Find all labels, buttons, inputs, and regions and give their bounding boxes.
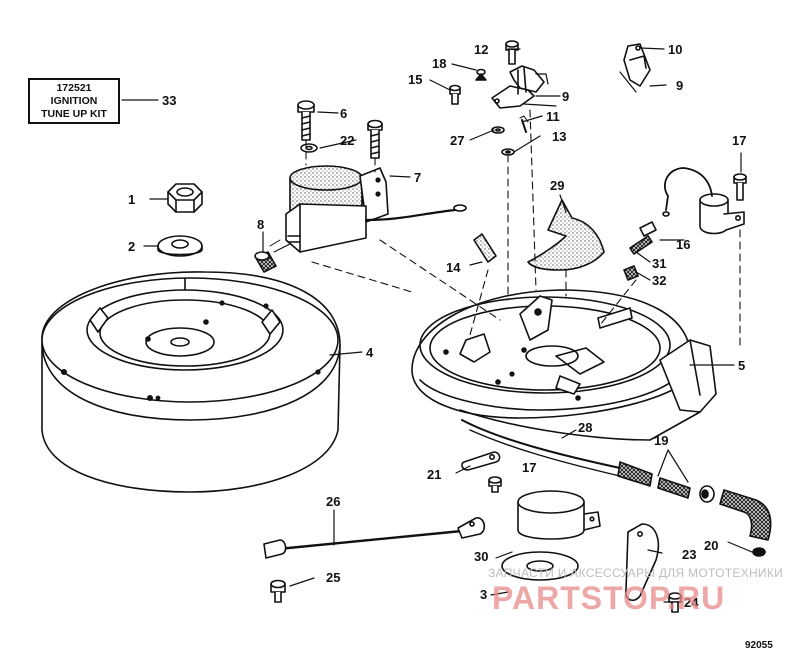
callout-25: 25 xyxy=(326,570,340,585)
callout-19: 19 xyxy=(654,433,668,448)
spring-clip xyxy=(619,43,651,93)
callout-22: 22 xyxy=(340,133,354,148)
rod-screw xyxy=(270,579,286,603)
leader-lines xyxy=(121,47,753,603)
breaker-points xyxy=(491,65,549,109)
callout-9a: 9 xyxy=(562,89,569,104)
felt-pad xyxy=(473,233,497,263)
throttle-elbow xyxy=(719,489,772,557)
plate-lever xyxy=(624,523,660,602)
drawing-number: 92055 xyxy=(745,640,773,651)
callout-33: 33 xyxy=(162,93,176,108)
point-screw-small xyxy=(449,84,461,105)
callout-17b: 17 xyxy=(522,460,536,475)
callout-12: 12 xyxy=(474,42,488,57)
plate-spring xyxy=(623,265,639,281)
retainer-clamp xyxy=(517,490,601,540)
callout-2: 2 xyxy=(128,239,135,254)
point-screw xyxy=(505,40,519,65)
callout-9b: 9 xyxy=(676,78,683,93)
callout-26: 26 xyxy=(326,494,340,509)
callout-28: 28 xyxy=(578,420,592,435)
coil-screw xyxy=(367,119,383,159)
throttle-link xyxy=(461,419,653,487)
clamp-screw xyxy=(488,476,502,493)
ignition-coil xyxy=(285,165,467,253)
coil-washer xyxy=(300,143,318,153)
callout-11: 11 xyxy=(546,109,560,124)
coil-screw xyxy=(297,100,315,141)
callout-8: 8 xyxy=(257,217,264,232)
condenser-screw xyxy=(733,173,747,201)
flywheel xyxy=(41,271,341,493)
watermark-logo: PARTSTOP.RU xyxy=(492,580,726,616)
assembly-lines xyxy=(305,109,741,351)
flywheel-nut xyxy=(167,183,203,213)
callout-17a: 17 xyxy=(732,133,746,148)
condenser xyxy=(662,167,745,235)
point-clip xyxy=(475,68,487,81)
link-rod xyxy=(263,517,486,559)
callout-13: 13 xyxy=(552,129,566,144)
kit-part-number: 172521 xyxy=(56,82,92,94)
callout-21: 21 xyxy=(427,467,441,482)
link-bushing xyxy=(699,485,715,503)
kit-title-line1: IGNITION xyxy=(50,95,98,107)
callout-23: 23 xyxy=(682,547,696,562)
watermark-tagline: ЗАПЧАСТИ И АКСЕССУАРЫ ДЛЯ МОТОТЕХНИКИ xyxy=(488,566,784,580)
callout-6: 6 xyxy=(340,106,347,121)
callout-7: 7 xyxy=(414,170,421,185)
flywheel-washer xyxy=(157,235,203,257)
callout-4: 4 xyxy=(366,345,374,360)
callout-20: 20 xyxy=(704,538,718,553)
point-washer xyxy=(491,126,505,134)
point-retainer xyxy=(501,148,515,156)
point-pin xyxy=(519,115,529,133)
callout-29: 29 xyxy=(550,178,564,193)
callout-18: 18 xyxy=(432,56,446,71)
callout-24: 24 xyxy=(684,595,699,610)
armature-plate xyxy=(411,289,717,441)
callout-labels: 1 2 3 4 5 6 7 8 9 9 10 11 12 13 14 15 16… xyxy=(128,42,746,610)
plate-screw xyxy=(629,221,657,255)
kit-title-line2: TUNE UP KIT xyxy=(41,108,107,120)
callout-16: 16 xyxy=(676,237,690,252)
callout-5: 5 xyxy=(738,358,745,373)
retainer-washer xyxy=(501,551,579,581)
callout-15: 15 xyxy=(408,72,422,87)
callout-31: 31 xyxy=(652,256,666,271)
callout-3: 3 xyxy=(480,587,487,602)
cam-wick xyxy=(527,199,605,271)
callout-27: 27 xyxy=(450,133,464,148)
link-sleeve xyxy=(657,477,691,499)
callout-1: 1 xyxy=(128,192,135,207)
callout-30: 30 xyxy=(474,549,488,564)
tune-up-kit-box: 172521 IGNITION TUNE UP KIT xyxy=(28,78,120,124)
plug xyxy=(254,239,291,273)
link-clamp xyxy=(461,451,501,471)
callout-14: 14 xyxy=(446,260,461,275)
callout-32: 32 xyxy=(652,273,666,288)
callout-10: 10 xyxy=(668,42,682,57)
